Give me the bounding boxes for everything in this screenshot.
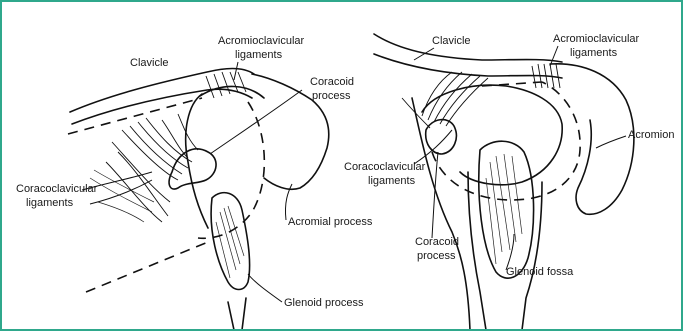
- left-label-coracoid-2: process: [312, 90, 351, 102]
- left-label-acromioclavicular-2: ligaments: [235, 49, 283, 61]
- left-label-coracoclavicular-2: ligaments: [26, 197, 74, 209]
- right-upper-dashed: [482, 82, 542, 86]
- right-label-acromion: Acromion: [628, 129, 674, 141]
- left-label-coracoid-1: Coracoid: [310, 76, 354, 88]
- left-clavicle-bone: [70, 69, 254, 125]
- left-coracoclavicular-ligament-fibers: [106, 114, 198, 222]
- left-coracoid-process-shape: [169, 149, 216, 189]
- left-shaft: [228, 298, 246, 330]
- left-label-glenoid-process: Glenoid process: [284, 297, 364, 309]
- right-glenoid-hatching: [486, 154, 522, 264]
- left-glenoid-hatching: [216, 206, 244, 278]
- right-glenoid-fossa-shape: [479, 141, 534, 278]
- left-glenoid-process-shape: [211, 193, 250, 290]
- left-axis-dashed-lower: [86, 242, 208, 292]
- right-label-coracoclavicular-2: ligaments: [368, 175, 416, 187]
- right-label-acromioclavicular-2: ligaments: [570, 47, 618, 59]
- left-humeral-head-dashed: [198, 102, 264, 238]
- right-label-clavicle: Clavicle: [432, 35, 471, 47]
- right-label-coracoclavicular-1: Coracoclavicular: [344, 161, 426, 173]
- right-label-coracoid-1: Coracoid: [415, 236, 459, 248]
- right-scapula-side: [412, 98, 470, 330]
- right-glenoid-rim: [422, 85, 562, 185]
- left-label-acromial-process: Acromial process: [288, 216, 373, 228]
- left-label-acromioclavicular-1: Acromioclavicular: [218, 35, 305, 47]
- left-axis-dashed-upper: [68, 98, 202, 134]
- left-label-clavicle: Clavicle: [130, 57, 169, 69]
- right-label-coracoid-2: process: [417, 250, 456, 262]
- right-label-acromioclavicular-1: Acromioclavicular: [553, 33, 640, 45]
- left-acromioclavicular-ligament-fibers: [206, 72, 246, 98]
- right-acromion-outline: [550, 64, 634, 215]
- right-label-glenoid-fossa: Glenoid fossa: [506, 266, 574, 278]
- right-coracoid-process-shape: [426, 120, 457, 154]
